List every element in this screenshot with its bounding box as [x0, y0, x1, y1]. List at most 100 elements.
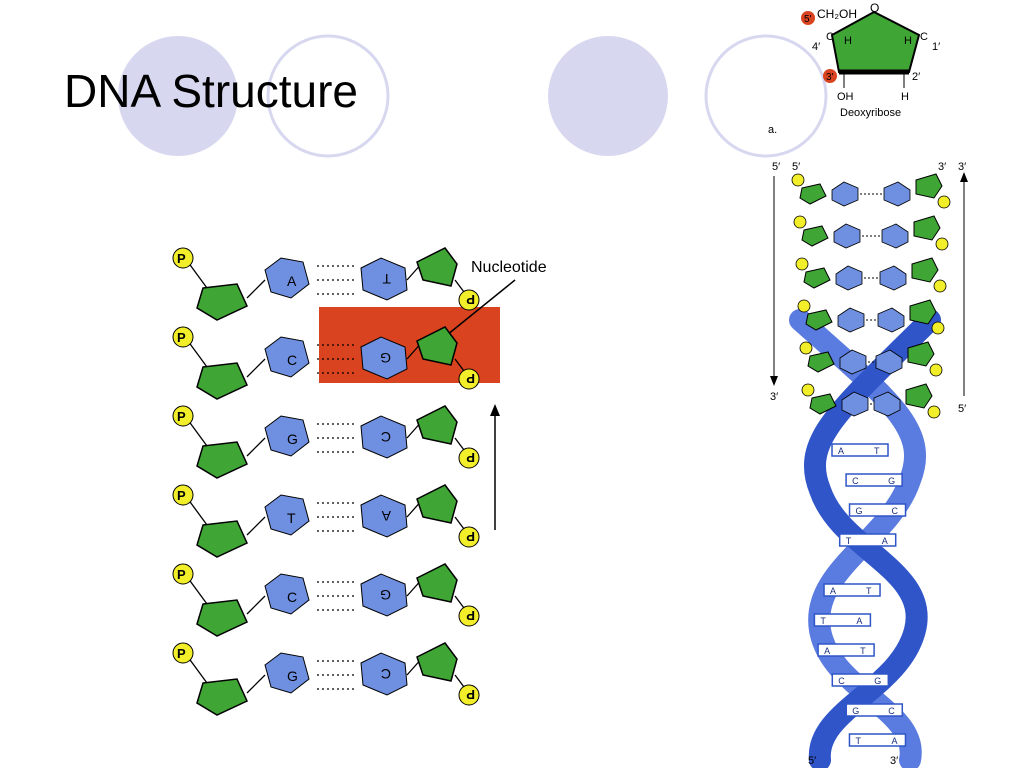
carbon-1-c: C	[920, 31, 928, 43]
helix-rung	[845, 473, 903, 487]
phosphate-right-label: P	[466, 687, 475, 702]
sugar-left	[196, 283, 248, 321]
phosphate-left-label: P	[177, 646, 186, 661]
sugar-left	[196, 678, 248, 716]
helix-rung-left-label: A	[838, 446, 844, 456]
glycosidic-bond-left	[246, 516, 266, 536]
helix-rung-left-label: T	[820, 616, 826, 626]
carbon-4-c: C	[826, 31, 834, 43]
helix-base-left	[837, 307, 865, 333]
phosphate-left-label: P	[177, 567, 186, 582]
sugar-left	[196, 362, 248, 400]
base-right-label: A	[381, 508, 391, 524]
helix-rung-right-label: G	[888, 476, 895, 486]
panel-letter: a.	[768, 124, 777, 136]
slide-title: DNA Structure	[64, 65, 358, 117]
sugar-right	[416, 563, 458, 603]
h-top-left: H	[844, 35, 852, 47]
helix-base-right	[877, 307, 905, 333]
carbon-4-label: 4′	[812, 41, 820, 53]
helix-phosphate-left	[791, 173, 805, 187]
helix-phosphate-left	[801, 383, 815, 397]
phosphate-left	[172, 247, 194, 269]
helix-strand-front	[804, 309, 941, 768]
phosphate-right-label: P	[466, 608, 475, 623]
helix-rung-right-label: C	[892, 506, 899, 516]
h-top-right: H	[904, 35, 912, 47]
helix-rung-left-label: C	[838, 676, 845, 686]
base-right-label: T	[382, 271, 391, 287]
base-right	[360, 652, 408, 696]
nucleotide-callout-label: Nucleotide	[471, 259, 547, 276]
helix-phosphate-left	[797, 299, 811, 313]
helix-rung	[848, 503, 907, 517]
oh-label: OH	[837, 91, 854, 103]
helix-base-right	[883, 181, 911, 207]
deoxyribose-label: Deoxyribose	[840, 107, 901, 119]
helix-sugar-right	[915, 173, 943, 199]
left-strand-arrowhead	[770, 376, 778, 386]
sugar-right	[416, 326, 458, 366]
helix-rung-left-label: A	[824, 646, 830, 656]
helix-base-right	[875, 349, 903, 375]
helix-phosphate-left	[793, 215, 807, 229]
carbon-1-label: 1′	[932, 41, 940, 53]
phosphate-left	[172, 484, 194, 506]
deoxyribose-diagram: 5' CH₂OH O 4′ C C 1′ H H 3' 2′ OH H Deox…	[768, 1, 940, 136]
carbon-5-marker	[801, 11, 815, 25]
glycosidic-bond-left	[246, 437, 266, 457]
base-left	[264, 652, 310, 694]
direction-arrowhead	[490, 404, 500, 416]
helix-phosphate-right	[929, 363, 943, 377]
phosphate-left	[172, 642, 194, 664]
phosphate-right-label: P	[466, 529, 475, 544]
base-right-label: G	[380, 350, 391, 366]
base-right	[360, 336, 408, 380]
sugar-left	[196, 441, 248, 479]
deco-circle-filled-1	[118, 36, 238, 156]
base-left	[264, 257, 310, 299]
bottom-right-3prime: 3′	[890, 755, 898, 767]
base-left-label: G	[287, 431, 298, 447]
helix-rung-right-label: A	[882, 536, 888, 546]
helix-base-right	[873, 391, 901, 417]
helix-rung	[838, 533, 897, 547]
h-bottom-right: H	[901, 91, 909, 103]
helix-rung-right-label: C	[888, 706, 895, 716]
helix-base-left	[831, 181, 859, 207]
base-left	[264, 573, 310, 615]
top-left-5prime-outer: 5′	[772, 161, 780, 173]
glycosidic-bond-left	[246, 358, 266, 378]
phosphate-left-label: P	[177, 251, 186, 266]
base-left-label: C	[287, 589, 297, 605]
base-right-label: G	[380, 587, 391, 603]
base-left	[264, 415, 310, 457]
helix-phosphate-right	[931, 321, 945, 335]
glycosidic-bond-left	[246, 674, 266, 694]
phosphate-left-label: P	[177, 330, 186, 345]
sugar-right	[416, 405, 458, 445]
glycosidic-bond-left	[246, 595, 266, 615]
phosphate-right	[458, 447, 480, 469]
helix-base-right	[881, 223, 909, 249]
helix-phosphate-left	[795, 257, 809, 271]
mid-right-5prime: 5′	[958, 403, 966, 415]
deco-circle-outline-1	[266, 34, 390, 158]
base-left-label: T	[287, 510, 296, 526]
top-right-3prime-outer: 3′	[958, 161, 966, 173]
phosphate-right	[458, 526, 480, 548]
helix-phosphate-right	[933, 279, 947, 293]
helix-sugar-right	[907, 341, 935, 367]
sugar-left	[196, 520, 248, 558]
phosphate-right	[458, 289, 480, 311]
deco-circle-outline-2	[704, 34, 828, 158]
right-strand-arrowhead	[960, 172, 968, 182]
helix-rung	[831, 673, 890, 687]
helix-base-right	[879, 265, 907, 291]
base-right	[360, 415, 408, 459]
helix-rung-right-label: G	[874, 676, 881, 686]
helix-rung-right-label: A	[856, 616, 862, 626]
helix-base-left	[835, 265, 863, 291]
nucleotide-callout-line	[446, 279, 516, 336]
helix-rung-left-label: T	[855, 736, 861, 746]
